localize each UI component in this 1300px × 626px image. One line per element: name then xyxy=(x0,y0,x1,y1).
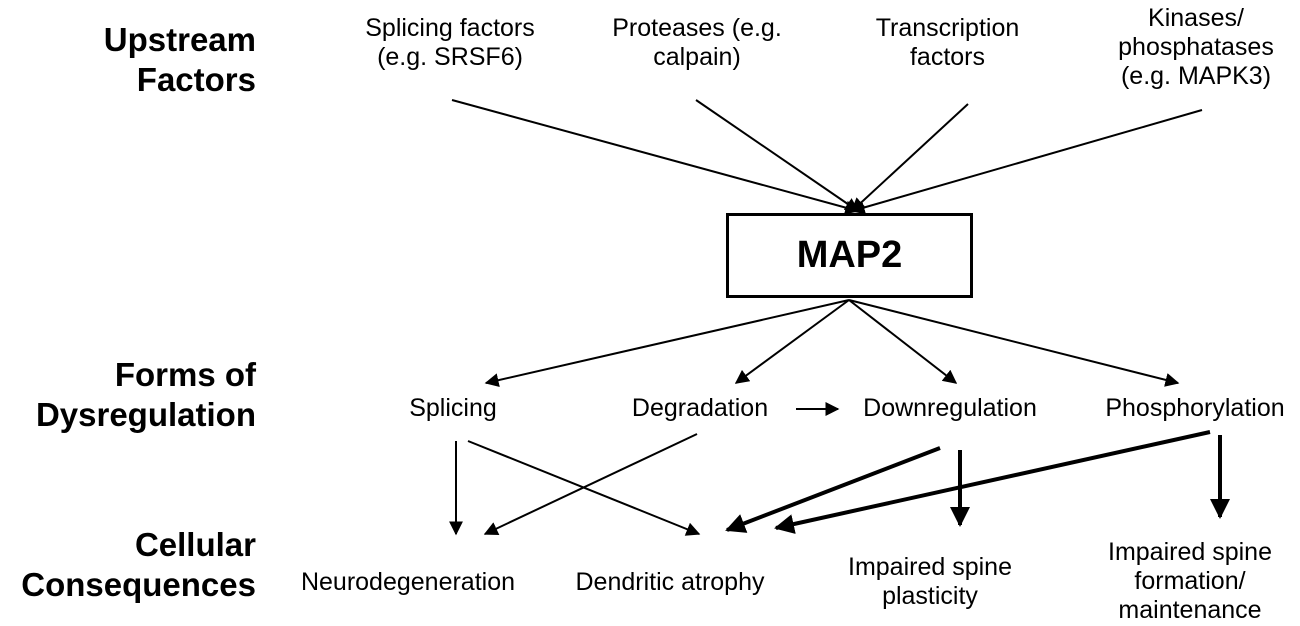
arrow-map2-to-degradation xyxy=(734,299,850,384)
upstream-kinases-phosphatases: Kinases/ phosphatases (e.g. MAPK3) xyxy=(1118,4,1274,90)
upstream-transcription-factors: Transcription factors xyxy=(875,14,1020,71)
arrow-map2-to-splicing xyxy=(484,299,850,388)
form-phosphorylation: Phosphorylation xyxy=(1105,394,1285,422)
row-label-upstream-factors: Upstream Factors xyxy=(103,21,256,98)
form-splicing: Splicing xyxy=(409,394,497,422)
form-downregulation: Downregulation xyxy=(863,394,1037,422)
arrow-map2-to-downregulation xyxy=(848,299,958,384)
form-degradation: Degradation xyxy=(631,394,769,422)
upstream-splicing-factors: Splicing factors (e.g. SRSF6) xyxy=(365,14,535,71)
arrow-transcription-factors-to-map2 xyxy=(850,103,969,212)
arrow-splicing-factors-to-map2 xyxy=(451,99,860,215)
consequence-neurodegeneration: Neurodegeneration xyxy=(300,568,516,596)
upstream-proteases: Proteases (e.g. calpain) xyxy=(612,14,782,71)
consequence-impaired-spine-formation: Impaired spine formation/ maintenance xyxy=(1108,538,1272,624)
arrow-downregulation-to-dendritic-atrophy xyxy=(725,446,941,533)
map2-box: MAP2 xyxy=(726,213,973,298)
row-label-cellular-consequences: Cellular Consequences xyxy=(21,526,256,603)
consequence-dendritic-atrophy: Dendritic atrophy xyxy=(575,568,765,596)
row-label-forms-of-dysregulation: Forms of Dysregulation xyxy=(35,356,256,433)
arrow-proteases-to-map2 xyxy=(695,99,860,212)
map2-label: MAP2 xyxy=(796,234,903,276)
arrow-degradation-to-neurodegeneration xyxy=(483,433,698,535)
arrow-map2-to-phosphorylation xyxy=(848,299,1180,387)
consequence-impaired-spine-plasticity: Impaired spine plasticity xyxy=(848,553,1012,610)
arrow-phosphorylation-to-dendritic-atrophy xyxy=(774,430,1211,534)
arrow-kinases-to-map2 xyxy=(850,109,1203,215)
